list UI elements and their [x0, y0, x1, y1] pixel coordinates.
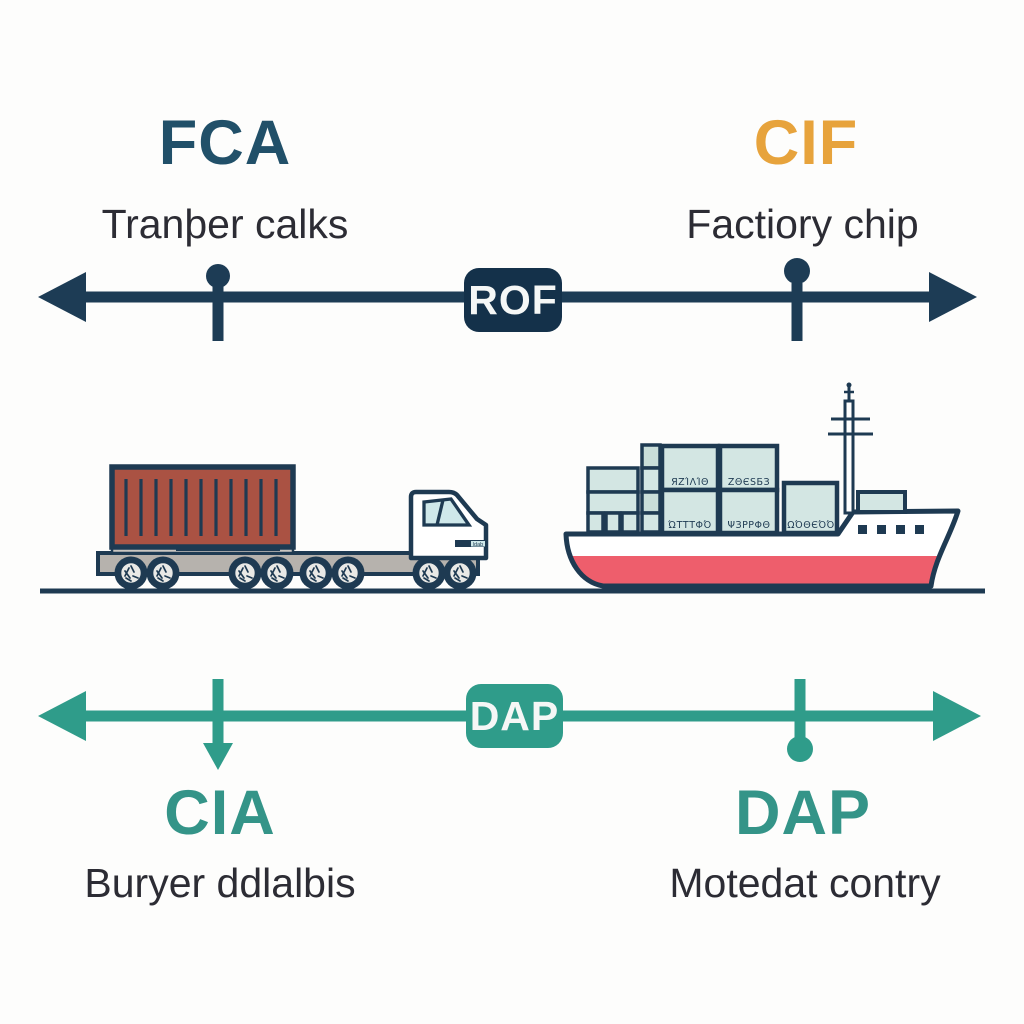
- container-ribs: [124, 479, 278, 536]
- cab-trim-strip: [455, 540, 486, 547]
- term-caption-cia: Buryer ddlalbis: [84, 860, 356, 906]
- top-timeline-badge: ROF: [464, 268, 562, 332]
- windshield-divider: [435, 499, 445, 526]
- bottom-tick-right: [787, 679, 813, 762]
- cab-tag-plate: [471, 541, 485, 547]
- top-tick-right: [784, 258, 810, 341]
- top-left-arrowhead-icon: [38, 272, 86, 322]
- container-glyphs: ΏΤΤΤΦΌ: [667, 520, 711, 531]
- container-truck: ldab: [96, 464, 489, 591]
- ship-cargo-stack-left: [586, 443, 662, 534]
- ship-hull-red-band: [566, 556, 958, 586]
- ship-hull-outline: [563, 508, 961, 589]
- term-caption-dap: Motedat contry: [669, 860, 941, 906]
- ship-hull-windows: [858, 525, 924, 534]
- truck-cargo-container: [109, 464, 296, 550]
- cab-tag-text: ldab: [473, 542, 483, 548]
- container-glyphs: ΩΌΘЄΌΌ: [787, 520, 835, 531]
- term-caption-fca: Tranþer calks: [101, 201, 349, 247]
- term-caption-cif: Factiory chip: [686, 201, 919, 247]
- bottom-tick-left-down-arrow: [203, 679, 233, 770]
- term-code-cia: CIA: [164, 778, 276, 848]
- ship-deckhouse: [856, 490, 907, 514]
- container-glyphs: ΨЗΡΡΦΘ: [728, 520, 771, 531]
- ship-mast: [828, 382, 873, 515]
- cargo-ship: ЯΖΊΛΊΘ ΖΘЄЅБЗ ΏΤΤΤΦΌ ΨЗΡΡΦΘ ΩΌΘЄΌΌ: [563, 382, 961, 589]
- term-code-cif: CIF: [753, 108, 859, 178]
- truck-cab: ldab: [408, 489, 489, 561]
- container-glyphs: ЯΖΊΛΊΘ: [671, 477, 709, 488]
- term-code-dap: DAP: [734, 778, 871, 848]
- container-glyphs: ΖΘЄЅБЗ: [728, 477, 770, 488]
- top-right-arrowhead-icon: [929, 272, 977, 322]
- top-tick-left: [206, 264, 230, 341]
- bottom-timeline-badge: DAP: [466, 684, 563, 748]
- bottom-right-arrowhead-icon: [933, 691, 981, 741]
- bottom-left-arrowhead-icon: [38, 691, 86, 741]
- ship-cargo-containers: ЯΖΊΛΊΘ ΖΘЄЅБЗ ΏΤΤΤΦΌ ΨЗΡΡΦΘ ΩΌΘЄΌΌ: [659, 443, 840, 536]
- term-code-fca: FCA: [158, 108, 292, 178]
